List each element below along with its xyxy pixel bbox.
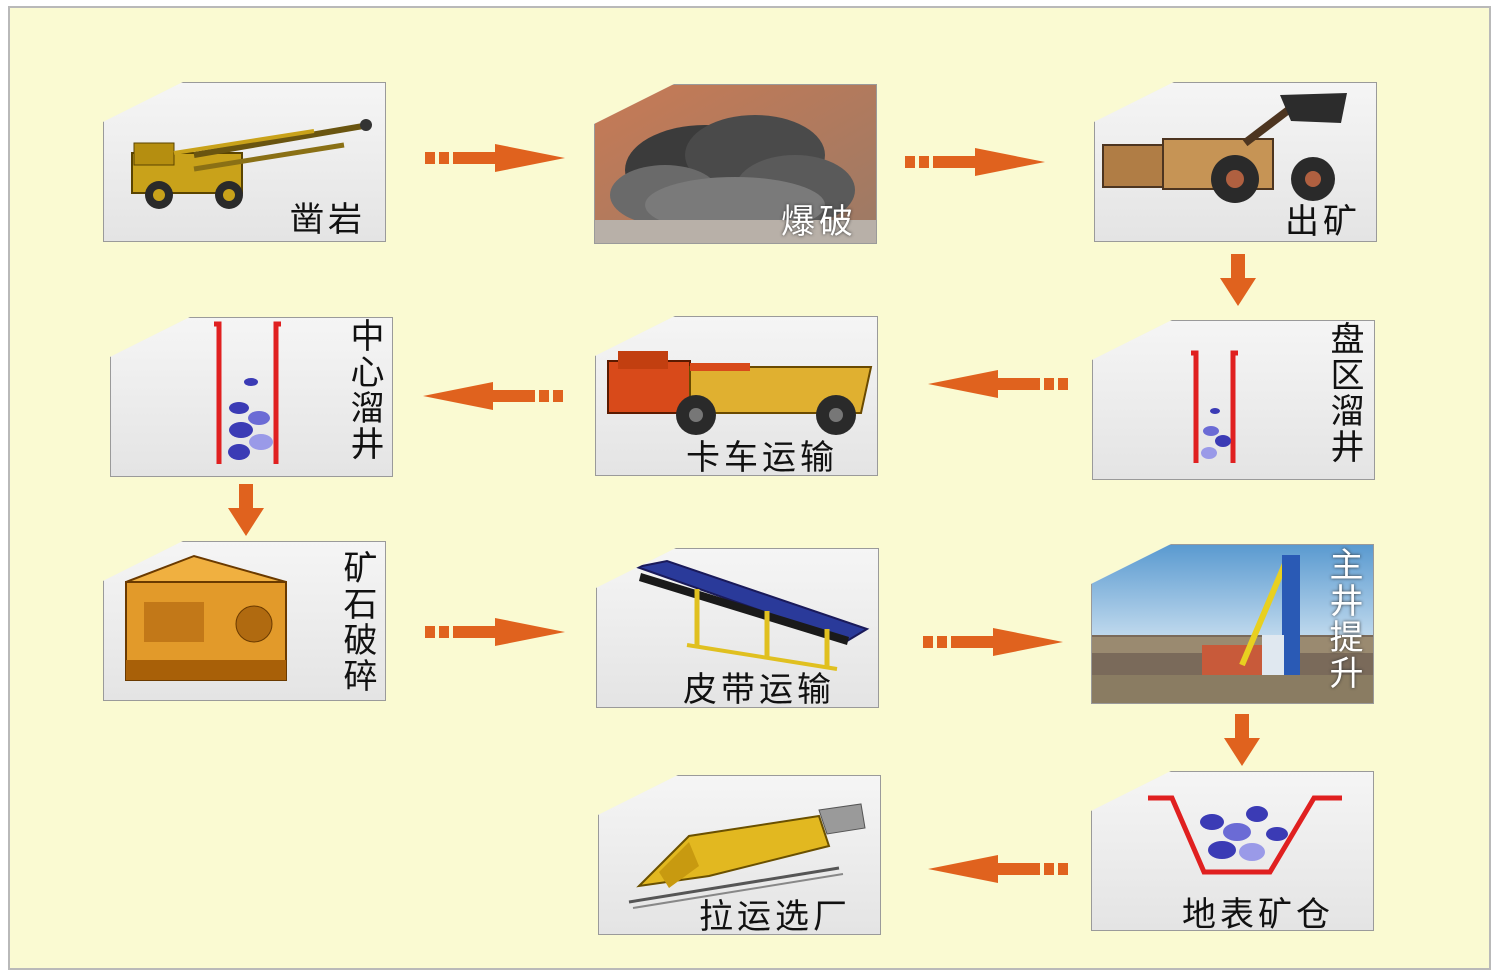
step-label: 爆破 <box>781 202 857 242</box>
ore-pass-icon <box>214 321 281 464</box>
arrow-right-icon <box>425 144 565 172</box>
step-belt-conveying: 皮带运输 <box>596 548 879 708</box>
arrow-left-icon <box>423 382 563 410</box>
step-label: 矿石破碎 <box>337 550 377 694</box>
arrow-left-icon <box>928 370 1068 398</box>
arrow-left-icon <box>928 855 1068 883</box>
mining-truck-icon <box>607 351 873 435</box>
step-to-plant: 拉运选厂 <box>598 775 881 935</box>
arrow-right-icon <box>923 628 1063 656</box>
step-drilling: 凿岩 <box>103 82 386 242</box>
step-surface-bin: 地表矿仓 <box>1091 771 1374 931</box>
headframe-icon <box>1092 545 1373 703</box>
ore-bin-icon <box>1148 795 1342 875</box>
arrow-down-icon <box>1224 714 1260 766</box>
belt-conveyor-icon <box>633 559 870 671</box>
step-label: 盘区溜井 <box>1324 321 1364 465</box>
step-label: 卡车运输 <box>686 438 838 476</box>
step-label: 主井提升 <box>1323 547 1363 691</box>
ore-pass-icon <box>1191 350 1238 463</box>
step-label: 出矿 <box>1285 202 1361 242</box>
arrow-down-icon <box>1220 254 1256 306</box>
arrow-down-icon <box>228 484 264 536</box>
step-label: 皮带运输 <box>683 670 835 708</box>
crusher-icon <box>125 554 287 681</box>
step-mucking: 出矿 <box>1094 82 1377 242</box>
step-label: 凿岩 <box>290 200 366 240</box>
step-main-shaft: 主井提升 <box>1091 544 1374 704</box>
explosion-icon <box>595 85 876 243</box>
step-label: 拉运选厂 <box>699 897 851 935</box>
arrow-right-icon <box>905 148 1045 176</box>
step-truck-haulage: 卡车运输 <box>595 316 878 476</box>
step-crushing: 矿石破碎 <box>103 541 386 701</box>
drill-jumbo-icon <box>131 119 372 209</box>
step-panel-orepass: 盘区溜井 <box>1092 320 1375 480</box>
step-label: 地表矿仓 <box>1182 895 1334 931</box>
loader-icon <box>1102 93 1347 203</box>
ore-train-icon <box>628 803 866 909</box>
step-blasting: 爆破 <box>594 84 877 244</box>
arrow-right-icon <box>425 618 565 646</box>
step-central-orepass: 中心溜井 <box>110 317 393 477</box>
step-label: 中心溜井 <box>344 318 384 462</box>
